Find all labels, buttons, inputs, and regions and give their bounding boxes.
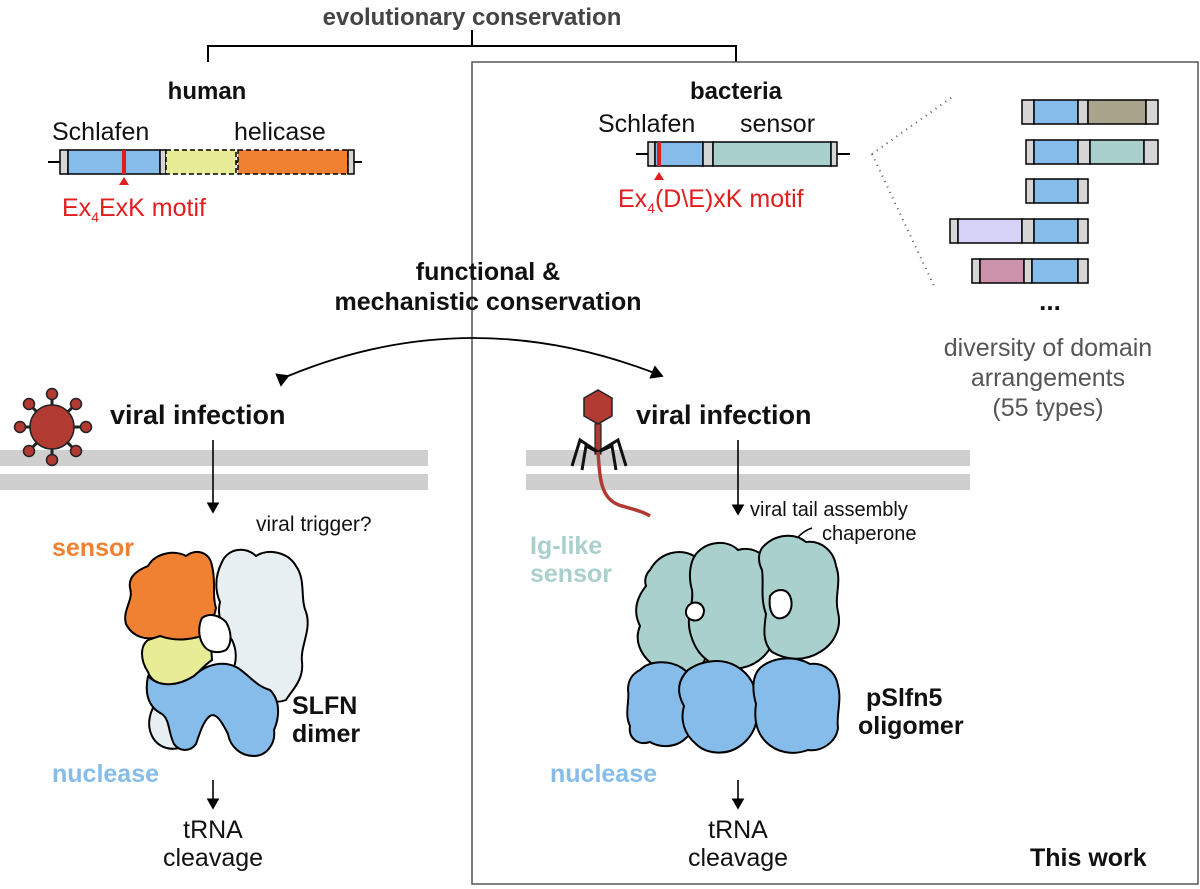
bacteria-schlafen-label: Schlafen: [598, 110, 696, 138]
pslfn5-label-line-2: oligomer: [858, 712, 964, 740]
left-sensor-label: sensor: [52, 534, 134, 562]
chaperone-label-line-1: viral tail assembly: [750, 499, 908, 521]
oligomer-nuclease-subunit-2: [678, 660, 759, 754]
left-nuclease-label: nuclease: [52, 760, 160, 788]
conservation-bracket: [207, 30, 737, 62]
diversity-line-1: diversity of domain: [943, 334, 1153, 362]
left-trigger-label: viral trigger?: [256, 513, 372, 536]
this-work-panel: [471, 61, 1199, 885]
bacteria-sensor-domain: [712, 141, 832, 167]
arrangement-4: [949, 218, 1089, 244]
human-helicase-domain-2: [237, 149, 349, 175]
slfn-label-line-1: SLFN: [292, 692, 358, 720]
bacteria-gene-diagram: [636, 141, 850, 180]
oligomer-sensor-subunit-2: [687, 542, 778, 670]
bacteria-schlafen-domain: [654, 141, 704, 167]
left-membrane: [0, 450, 428, 490]
phage-icon: [570, 389, 651, 518]
center-label-line-2: mechanistic conservation: [334, 288, 642, 316]
more-arrangements-ellipsis: ...: [1039, 286, 1061, 316]
dimer-nuclease-domain: [145, 662, 280, 757]
diversity-line-2: arrangements: [970, 364, 1126, 392]
left-output-line-2: cleavage: [162, 844, 264, 872]
ig-sensor-label-line-1: Ig-like: [530, 532, 603, 560]
left-infection-label: viral infection: [110, 400, 286, 430]
left-output-line-1: tRNA: [183, 816, 243, 844]
arrangement-5: [971, 258, 1089, 284]
diversity-line-3: (55 types): [992, 394, 1104, 422]
human-motif-label: Ex4ExK motif: [62, 194, 206, 225]
human-schlafen-label: Schlafen: [52, 118, 150, 146]
slfn-label-line-2: dimer: [292, 720, 361, 748]
slfn-dimer: [124, 548, 309, 757]
human-helicase-domain-1: [165, 149, 237, 175]
arrangement-3: [1025, 178, 1089, 204]
human-schlafen-domain: [67, 149, 161, 175]
zoom-connectors: [871, 94, 956, 289]
this-work-badge: This work: [1030, 844, 1147, 872]
right-output-line-2: cleavage: [687, 844, 789, 872]
page-title: evolutionary conservation: [322, 4, 622, 31]
pslfn5-oligomer: [626, 534, 841, 754]
bacteria-sensor-label: sensor: [740, 110, 816, 138]
oligomer-sensor-subunit-3: [758, 534, 840, 660]
conservation-double-arrow: [275, 337, 664, 387]
right-membrane: [526, 450, 970, 490]
arrangement-1: [1021, 99, 1159, 125]
chaperone-label-line-2: chaperone: [822, 523, 917, 545]
ig-sensor-label-line-2: sensor: [530, 560, 612, 588]
right-nuclease-label: nuclease: [550, 760, 658, 788]
arrangement-2: [1025, 139, 1159, 165]
pslfn5-label-line-1: pSlfn5: [866, 684, 943, 712]
human-gene-diagram: [48, 149, 362, 185]
bacteria-motif-label: Ex4(D\E)xK motif: [618, 185, 804, 216]
human-helicase-label: helicase: [234, 118, 326, 146]
virus-icon: [13, 387, 93, 467]
right-output-line-1: tRNA: [708, 816, 768, 844]
center-label-line-1: functional &: [415, 258, 561, 286]
bacteria-title: bacteria: [689, 78, 783, 105]
oligomer-nuclease-subunit-3: [752, 657, 841, 754]
right-infection-label: viral infection: [636, 400, 812, 430]
human-title: human: [167, 78, 247, 105]
domain-arrangements: [949, 99, 1159, 284]
